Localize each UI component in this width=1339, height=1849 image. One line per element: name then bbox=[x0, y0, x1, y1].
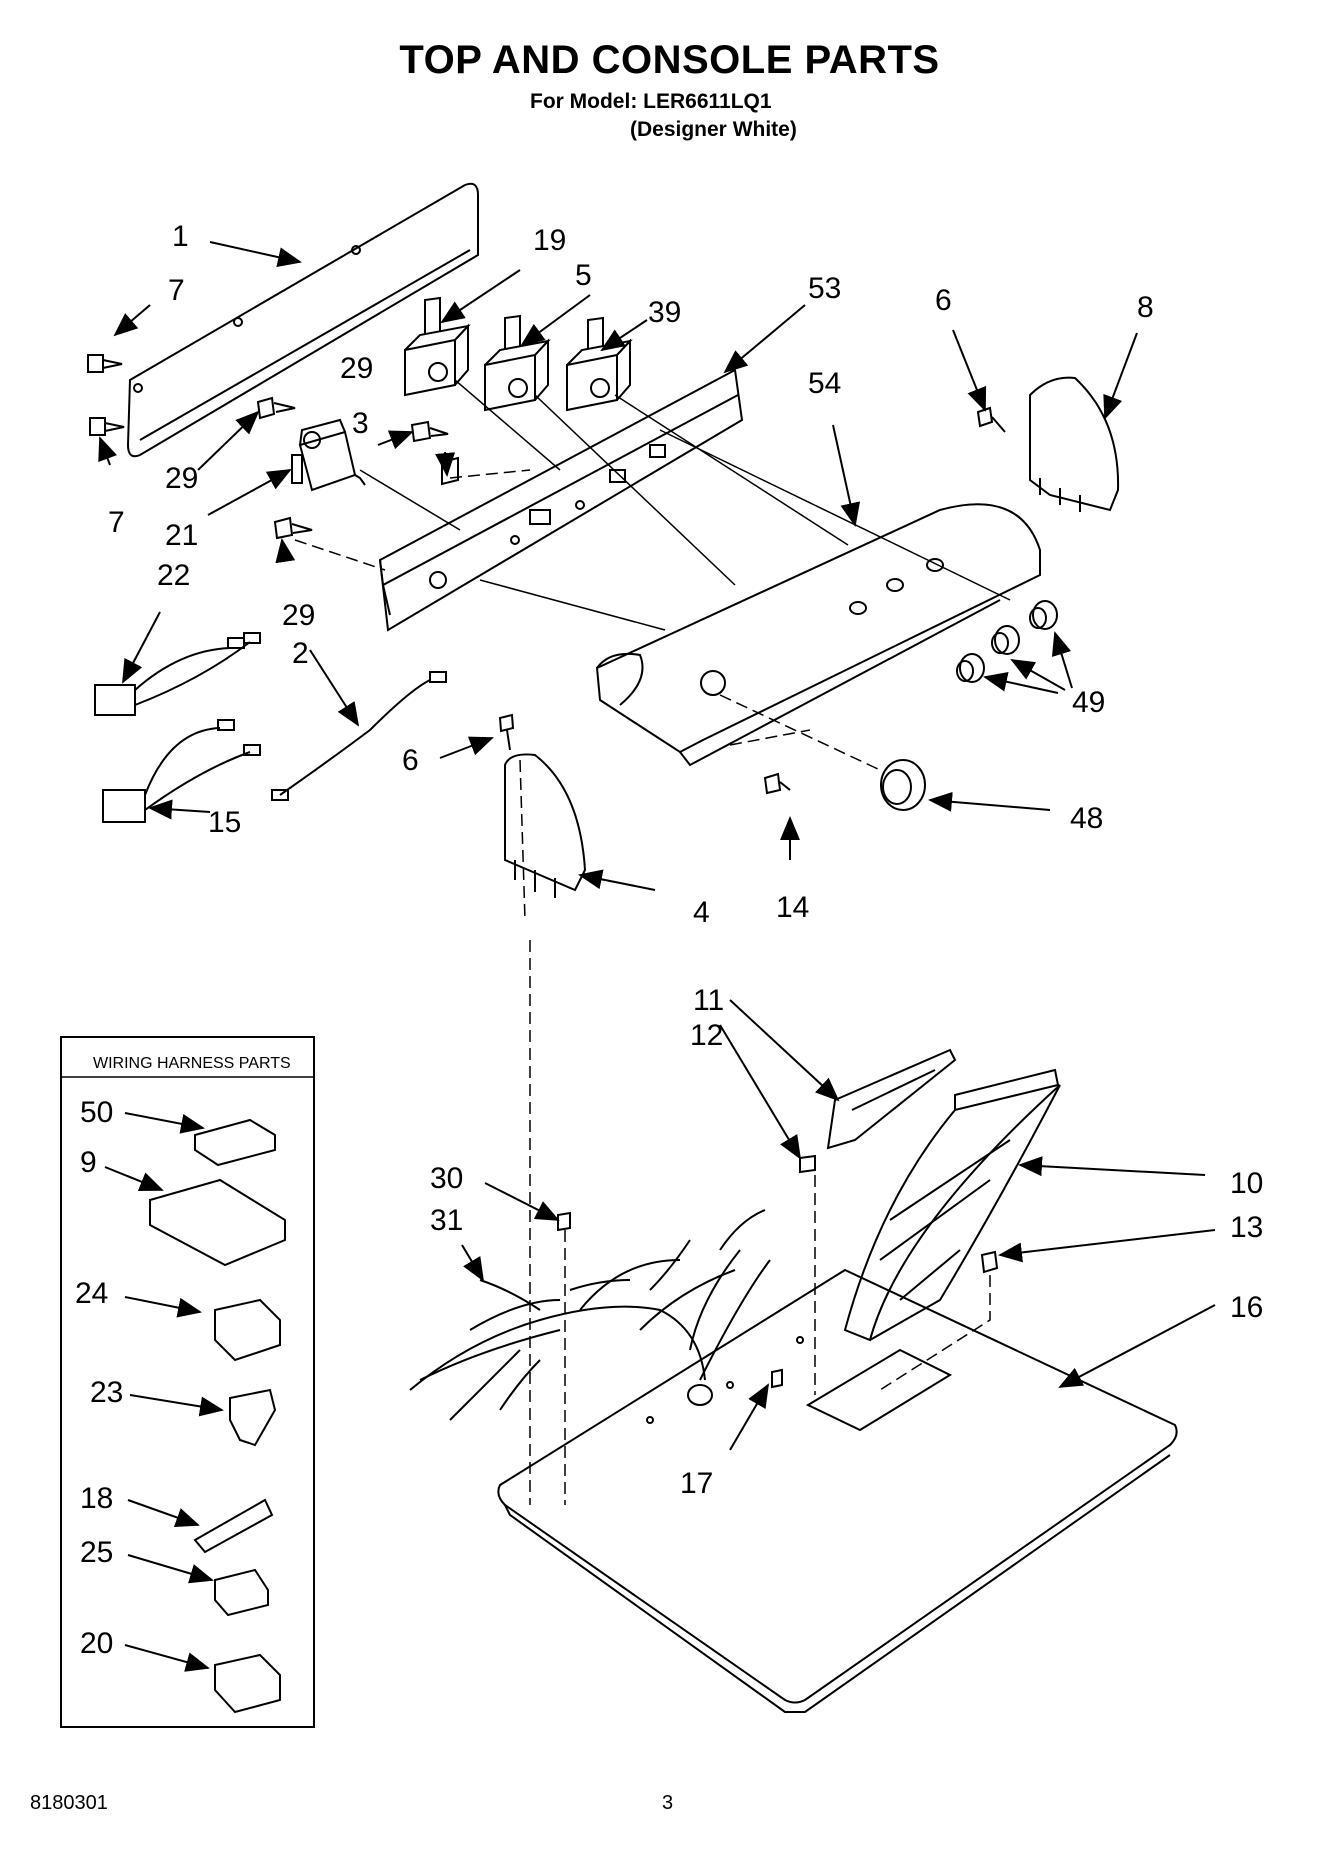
callout-39: 39 bbox=[648, 296, 681, 329]
control-bracket-53 bbox=[378, 368, 744, 632]
inset-label-23: 23 bbox=[90, 1376, 123, 1409]
screw-29-b bbox=[410, 420, 449, 443]
callout-4: 4 bbox=[693, 896, 710, 929]
end-cap-8 bbox=[1029, 376, 1120, 512]
inset-label-20: 20 bbox=[80, 1627, 113, 1660]
part-25-icon bbox=[214, 1568, 269, 1617]
wiring-harness-inset: WIRING HARNESS PARTS 50 9 24 23 18 25 20 bbox=[60, 1036, 315, 1728]
screw-7-lower bbox=[89, 417, 125, 436]
callout-5: 5 bbox=[575, 259, 592, 292]
screw-13 bbox=[980, 1250, 999, 1274]
console-panel-54 bbox=[595, 503, 1041, 767]
callout-3: 3 bbox=[352, 407, 369, 440]
screw-6-upper bbox=[976, 406, 1006, 433]
callout-13: 13 bbox=[1230, 1211, 1263, 1244]
wire-2 bbox=[271, 671, 447, 801]
screw-6-lower bbox=[498, 713, 515, 751]
screw-29-a bbox=[256, 396, 296, 420]
callout-29-bottom: 29 bbox=[282, 599, 315, 632]
lint-filter-11 bbox=[826, 1048, 957, 1150]
console-back-panel bbox=[126, 182, 479, 458]
screw-7-upper bbox=[87, 354, 123, 373]
callout-15: 15 bbox=[208, 806, 241, 839]
part-24-icon bbox=[214, 1298, 281, 1362]
model-line: For Model: LER6611LQ1 bbox=[530, 90, 772, 113]
switch-39 bbox=[566, 316, 633, 412]
timer-knob-48 bbox=[880, 759, 926, 811]
assembly-lines-upper bbox=[294, 469, 881, 921]
assembly-lines-lower bbox=[529, 940, 991, 1505]
callout-19: 19 bbox=[533, 224, 566, 257]
document-number: 8180301 bbox=[30, 1792, 108, 1814]
page-number: 3 bbox=[662, 1792, 674, 1814]
inset-label-50: 50 bbox=[80, 1096, 113, 1129]
callout-49: 49 bbox=[1072, 686, 1105, 719]
leader-arrows bbox=[98, 241, 1216, 1451]
callout-2: 2 bbox=[292, 637, 309, 670]
inset-label-9: 9 bbox=[80, 1146, 97, 1179]
clip-3 bbox=[441, 456, 459, 486]
end-cap-4 bbox=[504, 753, 587, 898]
page-title: TOP AND CONSOLE PARTS bbox=[399, 38, 940, 82]
plug-17 bbox=[771, 1368, 783, 1389]
wiring-harness-31 bbox=[409, 1209, 771, 1421]
lint-duct-10 bbox=[843, 1068, 1061, 1342]
callout-10: 10 bbox=[1230, 1167, 1263, 1200]
inset-label-25: 25 bbox=[80, 1536, 113, 1569]
callout-1: 1 bbox=[172, 220, 189, 253]
part-50-icon bbox=[194, 1118, 276, 1167]
switch-19 bbox=[404, 296, 471, 397]
part-9-icon bbox=[149, 1178, 286, 1267]
clip-12 bbox=[799, 1154, 816, 1174]
knob-49-c bbox=[956, 653, 985, 683]
callout-30: 30 bbox=[430, 1162, 463, 1195]
callout-29-left: 29 bbox=[165, 462, 198, 495]
inset-label-18: 18 bbox=[80, 1482, 113, 1515]
timer-21 bbox=[291, 418, 366, 492]
callout-16: 16 bbox=[1230, 1291, 1263, 1324]
part-23-icon bbox=[229, 1388, 277, 1447]
callout-21: 21 bbox=[165, 519, 198, 552]
knob-49-a bbox=[1029, 600, 1058, 630]
callout-54: 54 bbox=[808, 367, 841, 400]
callout-17: 17 bbox=[680, 1467, 713, 1500]
callout-48: 48 bbox=[1070, 802, 1103, 835]
callout-29-top: 29 bbox=[340, 352, 373, 385]
alignment-lines-upper bbox=[359, 379, 1011, 631]
callout-6-top: 6 bbox=[935, 284, 952, 317]
callout-6-bottom: 6 bbox=[402, 744, 419, 777]
inset-title: WIRING HARNESS PARTS bbox=[93, 1055, 291, 1072]
callout-11: 11 bbox=[693, 984, 724, 1017]
callout-53: 53 bbox=[808, 272, 841, 305]
screw-14 bbox=[763, 772, 791, 795]
callout-22: 22 bbox=[157, 559, 190, 592]
callout-8: 8 bbox=[1137, 291, 1154, 324]
part-20-icon bbox=[214, 1653, 281, 1714]
callout-14: 14 bbox=[776, 891, 809, 924]
clip-30 bbox=[557, 1211, 571, 1232]
callout-labels: 1 7 7 29 29 29 21 22 3 19 5 39 53 54 6 8… bbox=[108, 220, 1263, 1500]
harness-22 bbox=[94, 632, 261, 716]
callout-7-bottom: 7 bbox=[108, 506, 125, 539]
callout-12: 12 bbox=[690, 1019, 723, 1052]
inset-label-24: 24 bbox=[75, 1277, 108, 1310]
callout-7-top: 7 bbox=[168, 274, 185, 307]
variant-line: (Designer White) bbox=[630, 118, 797, 141]
switch-5 bbox=[484, 314, 551, 412]
screw-29-c bbox=[273, 516, 313, 540]
callout-31: 31 bbox=[430, 1204, 463, 1237]
top-panel-16 bbox=[497, 1268, 1178, 1713]
part-18-icon bbox=[193, 1498, 274, 1554]
knob-49-b bbox=[991, 625, 1020, 655]
